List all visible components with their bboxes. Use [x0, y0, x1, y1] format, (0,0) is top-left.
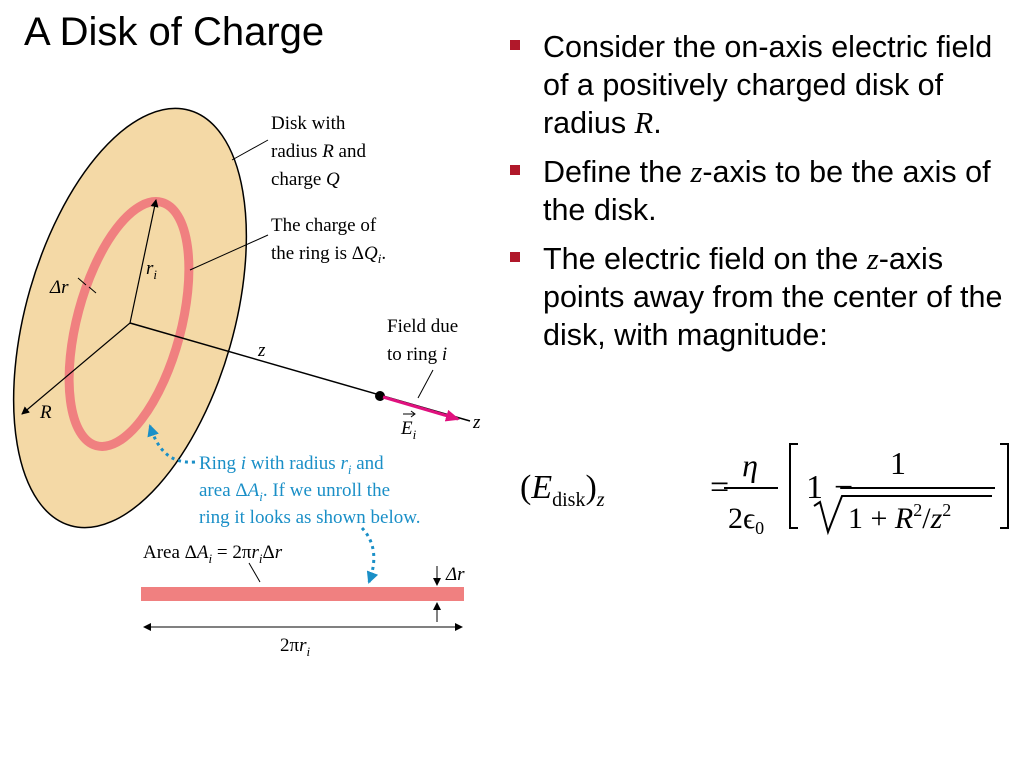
bullet-var: z [866, 242, 879, 276]
ring-description: ring it looks as shown below. [199, 507, 420, 528]
area-label: Area ΔAi = 2πriΔr [143, 542, 283, 566]
ring-radius-label: ri [146, 258, 157, 282]
delta-r-tick [88, 286, 97, 294]
field-due-label: Field due [387, 316, 458, 337]
bullet-marker [510, 252, 520, 262]
vector-bar-head [410, 410, 416, 418]
equation-denominator: 2ϵ0 [728, 502, 764, 538]
equation-lhs: (Edisk)z [520, 469, 605, 511]
disk-of-charge-figure: Disk with radius R and charge Q The char… [12, 107, 481, 659]
equation-equals: = [710, 469, 729, 506]
bullet-item: The electric field on the z-axis points … [506, 240, 1016, 354]
strip-annotation-arrow [360, 526, 379, 584]
equation-radicand: 1 + R2/z2 [848, 500, 951, 535]
bullet-var: z [690, 155, 703, 189]
bullet-text: -axis to be the axis of the disk. [543, 155, 991, 227]
equation-eta: η [742, 447, 758, 483]
disk-radius-label: R [39, 402, 52, 423]
disk-label: radius R and [271, 141, 366, 162]
slide-title: A Disk of Charge [24, 10, 325, 54]
bullet-marker [510, 165, 520, 175]
equation-one: 1 [806, 469, 823, 506]
field-vector-label: Ei [400, 418, 417, 442]
ring-charge-label: the ring is ΔQi. [271, 243, 386, 266]
field-arrow [382, 395, 460, 422]
bullet-var: R [634, 106, 654, 140]
equation-numerator: 1 [890, 445, 906, 481]
leader-line [248, 562, 261, 583]
disk-label: charge Q [271, 169, 340, 190]
bullet-marker [510, 40, 520, 50]
disk-field-equation: (Edisk)z = η 2ϵ0 1 − 1 1 + R2/z2 [520, 443, 1009, 538]
ring-description: area ΔAi. If we unroll the [199, 480, 390, 504]
delta-r-label: Δr [49, 277, 69, 298]
leader-line [417, 369, 434, 399]
strip-thickness-label: Δr [445, 564, 465, 585]
delta-r-tick [77, 277, 87, 286]
bullet-text: . [653, 106, 662, 140]
ring-charge-label: The charge of [271, 215, 377, 236]
ring-radius-arrow [129, 199, 159, 324]
bullet-text: -axis points away from the center of the… [543, 242, 1003, 352]
field-point [375, 391, 385, 401]
left-bracket [789, 443, 798, 529]
strip-length-label: 2πri [280, 635, 311, 659]
bullet-item: Consider the on-axis electric field of a… [506, 28, 1016, 142]
sqrt-sign [813, 495, 992, 536]
ring-description: Ring i with radius ri and [199, 453, 384, 477]
bullet-text: The electric field on the [543, 242, 867, 276]
bullet-list: Consider the on-axis electric field of a… [506, 28, 1016, 365]
z-axis-label: z [257, 340, 266, 361]
bullet-text: Define the [543, 155, 691, 189]
z-axis-end-label: z [472, 412, 481, 433]
disk-label: Disk with [271, 113, 346, 134]
disk-radius-arrow [21, 322, 131, 415]
leader-line [189, 234, 269, 271]
ring-annotation-arrow [147, 424, 196, 464]
bullet-item: Define the z-axis to be the axis of the … [506, 153, 1016, 229]
unrolled-strip [141, 587, 464, 601]
leader-line [231, 139, 269, 161]
bullet-text: Consider the on-axis electric field of a… [543, 30, 993, 140]
field-due-label: to ring i [387, 344, 447, 365]
right-bracket [1000, 443, 1009, 529]
